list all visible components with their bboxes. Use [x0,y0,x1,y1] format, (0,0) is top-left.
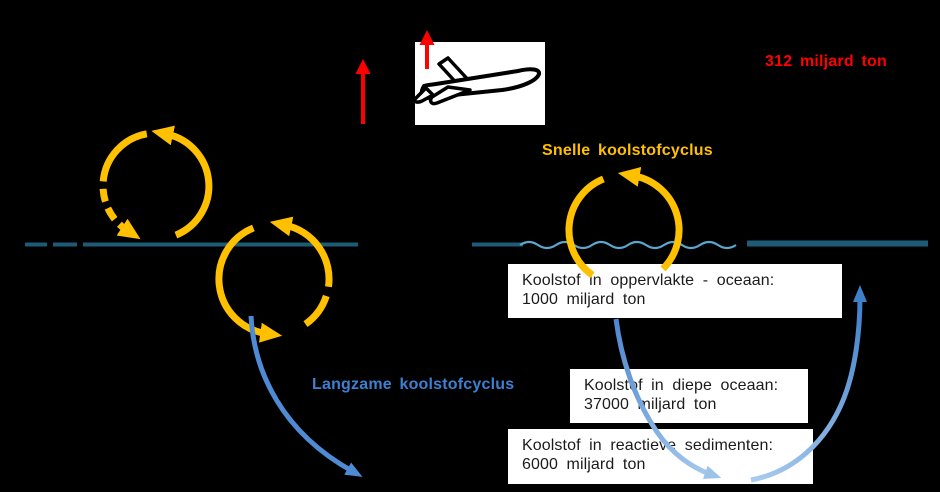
deep-ocean-value: 37000 miljard ton [584,396,717,413]
surface-cycle-left-arc [215,224,283,343]
surface-cycle-right-lower-arc [303,294,330,327]
surface-cycle-right-arc [269,216,333,288]
surface-ocean-label: Koolstof in oppervlakte - oceaan: [522,272,775,289]
ocean-fast-cycle-arrows [565,167,683,278]
land-cycle-left-arc [99,130,148,182]
airplane-icon [412,56,542,106]
deep-ocean-box: Koolstof in diepe oceaan: 37000 miljard … [570,369,808,423]
airplane-box [412,42,545,125]
land-cycle-bottom-arc [99,188,141,240]
slow-cycle-label: Langzame koolstofcyclus [312,376,515,393]
surface-ocean-value: 1000 miljard ton [522,291,646,308]
surface-cycle-arrows [215,216,333,343]
ocean-surface-line [25,240,928,247]
land-cycle-arrows [99,125,213,240]
airplane-box-background [415,42,545,125]
reactive-sediments-label: Koolstof in reactieve sedimenten: [522,437,773,454]
ocean-cycle-left-arc [565,175,605,278]
wave-line [519,240,737,250]
land-cycle-right-arc [151,125,213,239]
surface-ocean-box: Koolstof in oppervlakte - oceaan: 1000 m… [508,264,842,318]
deep-ocean-label: Koolstof in diepe oceaan: [584,377,779,394]
reactive-sediments-box: Koolstof in reactieve sedimenten: 6000 m… [508,429,813,484]
emission-amount-label: 312 miljard ton [765,53,887,70]
emission-arrows [355,30,435,124]
fast-cycle-label: Snelle koolstofcyclus [542,142,713,159]
reactive-sediments-value: 6000 miljard ton [522,456,646,473]
ocean-cycle-right-arc [617,167,683,272]
